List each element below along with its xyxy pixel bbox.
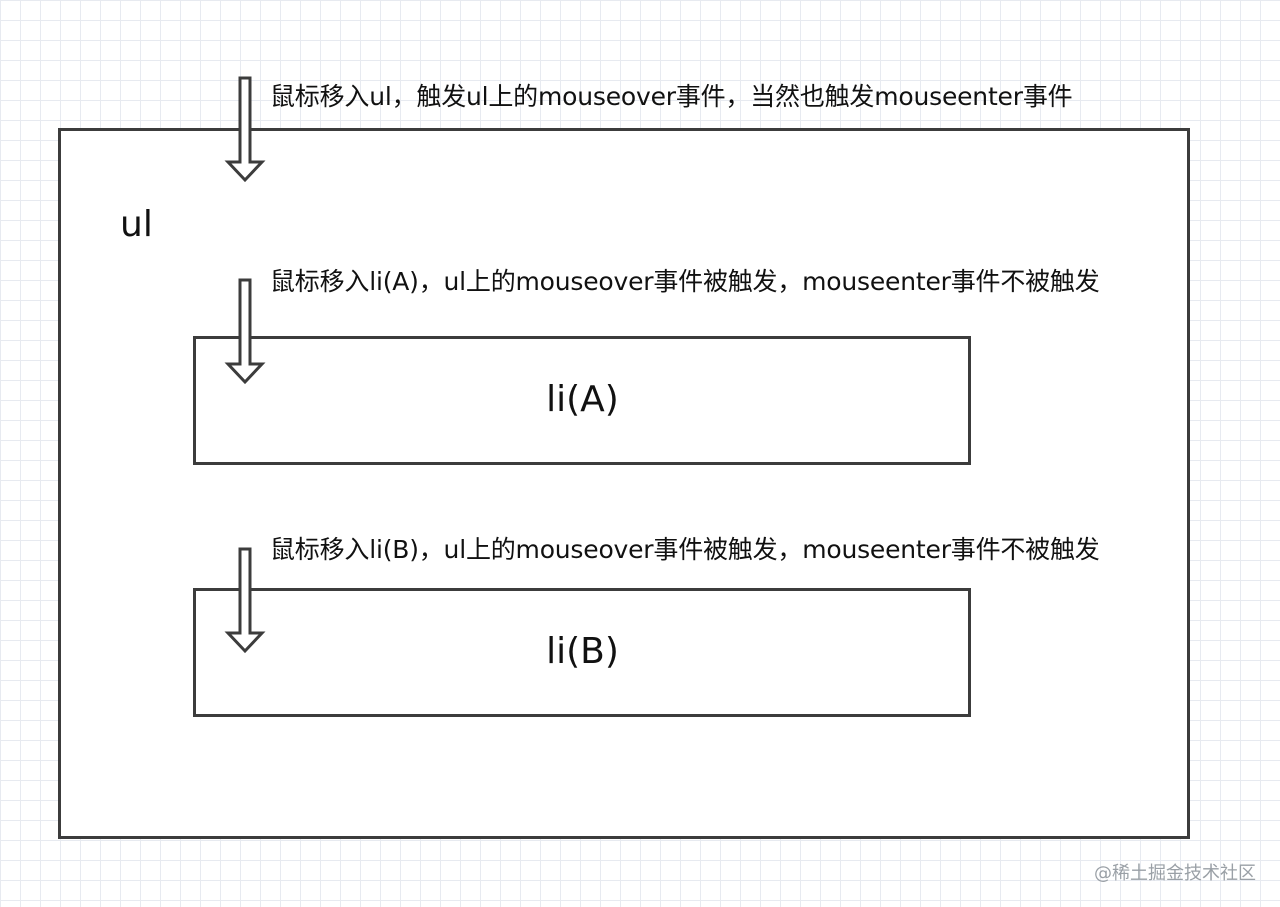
li-a-label: li(A) [546,379,619,420]
li-b-label: li(B) [546,631,619,672]
annotation-enter-li-b: 鼠标移入li(B)，ul上的mouseover事件被触发，mouseenter事… [270,535,1100,564]
down-arrow-icon [224,76,266,183]
watermark: @稀土掘金技术社区 [1094,863,1256,884]
ul-label: ul [120,204,153,245]
down-arrow-icon [224,278,266,385]
li-a-box [193,336,971,465]
annotation-enter-li-a: 鼠标移入li(A)，ul上的mouseover事件被触发，mouseenter事… [270,267,1100,296]
li-b-box [193,588,971,717]
ul-box [58,128,1190,839]
annotation-enter-ul: 鼠标移入ul，触发ul上的mouseover事件，当然也触发mouseenter… [270,82,1073,111]
down-arrow-icon [224,547,266,654]
